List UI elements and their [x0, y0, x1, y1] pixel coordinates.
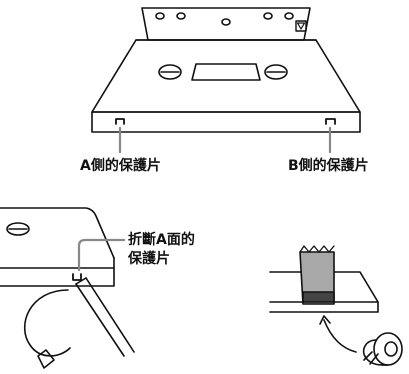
tab-hole — [284, 12, 294, 20]
tape-window — [191, 63, 261, 81]
cassette-body — [91, 39, 361, 113]
break-tab-illustration — [0, 207, 135, 369]
side-a-tab-label: A側的保護片 — [80, 158, 161, 174]
screwdriver-icon — [75, 277, 135, 357]
tab-hole — [263, 12, 273, 20]
break-tab-label-line2: 保護片 — [128, 251, 170, 267]
reel-hole-partial — [6, 222, 30, 236]
tab-hole — [221, 18, 231, 26]
tab-hole — [155, 12, 165, 20]
reel-hole-left — [158, 64, 182, 80]
break-tab-label-line1: 折斷A面的 — [128, 232, 195, 248]
broken-piece — [37, 349, 55, 369]
break-leader — [77, 238, 126, 272]
dolby-mark-icon — [295, 20, 307, 32]
cassette-bottom — [91, 111, 361, 133]
tape-roll-icon — [362, 332, 403, 366]
side-b-tab-label: B側的保護片 — [288, 158, 369, 174]
adhesive-tape — [299, 251, 335, 305]
side-a-tab-notch — [115, 118, 125, 125]
rotation-arrow — [23, 289, 71, 357]
reel-hole-right — [264, 64, 288, 80]
tab-being-broken — [72, 273, 82, 281]
apply-arrow — [323, 319, 357, 353]
cassette-illustration — [91, 7, 361, 133]
tape-cover-illustration — [269, 245, 403, 366]
side-b-tab-notch — [325, 118, 336, 125]
tab-hole — [176, 12, 186, 20]
cassette-top-tab — [141, 7, 311, 41]
covered-hole — [302, 291, 335, 303]
